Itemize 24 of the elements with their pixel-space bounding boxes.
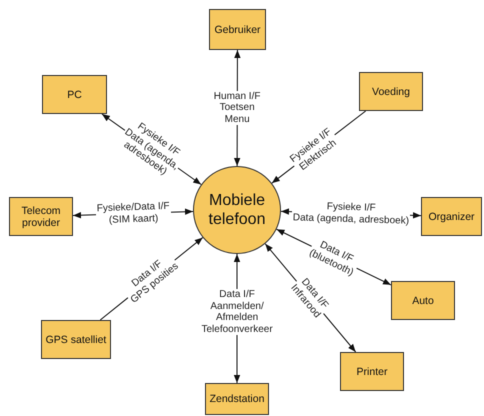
entity-box	[340, 352, 404, 391]
edge-label: Fysieke/Data I/F (SIM kaart)	[95, 200, 171, 226]
node-label: PC	[67, 88, 82, 100]
node-label: Organizer	[428, 210, 475, 222]
node-label: Zendstation	[210, 393, 264, 405]
edge-label: Data I/F Aanmelden/ Afmelden Telefoonverkeer	[200, 289, 274, 336]
node-label: Mobiele telefoon	[208, 190, 266, 230]
entity-box	[209, 9, 266, 50]
entity-box	[205, 383, 269, 415]
entity-box	[421, 197, 482, 236]
node-label: Auto	[412, 294, 434, 306]
edge-label: Human I/F Toetsen Menu	[212, 90, 262, 125]
node-label: GPS satelliet	[46, 334, 106, 346]
entity-box	[41, 320, 111, 359]
node-label: Telecom provider	[20, 204, 62, 228]
node-label: Gebruiker	[214, 24, 261, 36]
process-circle	[193, 166, 281, 254]
entity-box	[9, 197, 73, 236]
entity-box	[359, 72, 423, 111]
node-label: Voeding	[372, 86, 410, 98]
entity-box	[42, 75, 107, 114]
entity-box	[391, 281, 455, 320]
node-label: Printer	[356, 366, 388, 378]
edge-label: Fysieke I/F Data (agenda, adresboek)	[292, 200, 410, 227]
